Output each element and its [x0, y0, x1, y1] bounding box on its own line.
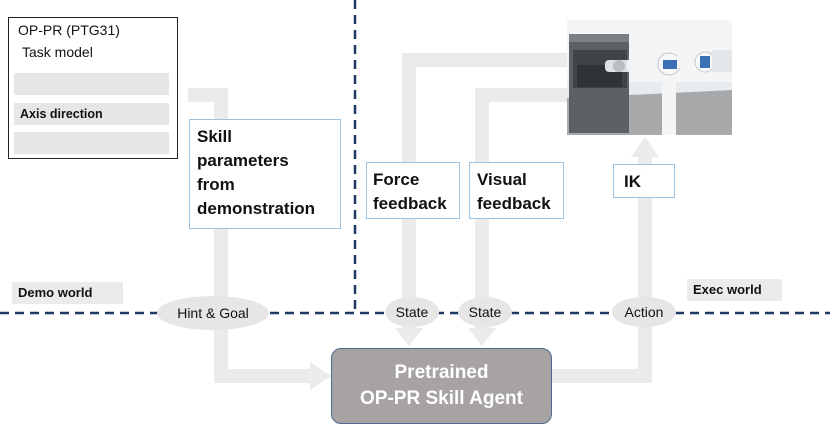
- visual-feedback-box: Visual feedback: [469, 162, 564, 219]
- arrowhead-force-to-agent: [395, 328, 423, 346]
- arrowhead-agent-to-robot: [631, 137, 659, 157]
- axis-direction-label: Axis direction: [20, 107, 103, 121]
- arrowhead-demo-to-agent: [310, 362, 331, 390]
- task-model-box: OP-PR (PTG31) Task model Axis direction: [8, 17, 178, 159]
- state-oval-visual: State: [458, 297, 512, 327]
- pretrained-skill-agent-box: Pretrained OP-PR Skill Agent: [331, 348, 552, 424]
- visual-line: Visual: [477, 170, 527, 189]
- robot-scene-illustration: [567, 20, 732, 135]
- exec-world-label: Exec world: [687, 279, 782, 301]
- task-param-bar-2: [14, 132, 169, 154]
- task-param-bar: [14, 73, 169, 95]
- arrow-demo-to-agent: [188, 88, 310, 383]
- force-feedback-box: Force feedback: [366, 162, 460, 219]
- action-oval: Action: [612, 297, 676, 327]
- arrow-agent-to-robot: [552, 155, 652, 383]
- agent-line: OP-PR Skill Agent: [360, 388, 523, 409]
- arrow-force-to-agent: [402, 53, 567, 330]
- force-line: feedback: [373, 194, 447, 213]
- task-model-title: OP-PR (PTG31): [18, 22, 120, 38]
- skill-parameters-box: Skill parameters from demonstration: [189, 119, 341, 229]
- demo-world-label: Demo world: [12, 282, 123, 304]
- skill-line: from: [197, 175, 235, 194]
- axis-direction-bar: Axis direction: [14, 103, 169, 125]
- force-line: Force: [373, 170, 420, 189]
- hint-goal-oval: Hint & Goal: [157, 296, 269, 330]
- ik-box: IK: [613, 164, 675, 198]
- arrow-visual-to-agent: [475, 88, 567, 330]
- visual-line: feedback: [477, 194, 551, 213]
- skill-line: demonstration: [197, 199, 316, 218]
- skill-line: Skill: [197, 127, 232, 146]
- agent-line: Pretrained: [394, 362, 489, 383]
- task-model-subtitle: Task model: [22, 44, 93, 60]
- state-oval-force: State: [385, 297, 439, 327]
- skill-line: parameters: [197, 151, 289, 170]
- robot-photo: [567, 20, 732, 135]
- ik-label: IK: [624, 172, 641, 191]
- arrowhead-visual-to-agent: [468, 328, 496, 346]
